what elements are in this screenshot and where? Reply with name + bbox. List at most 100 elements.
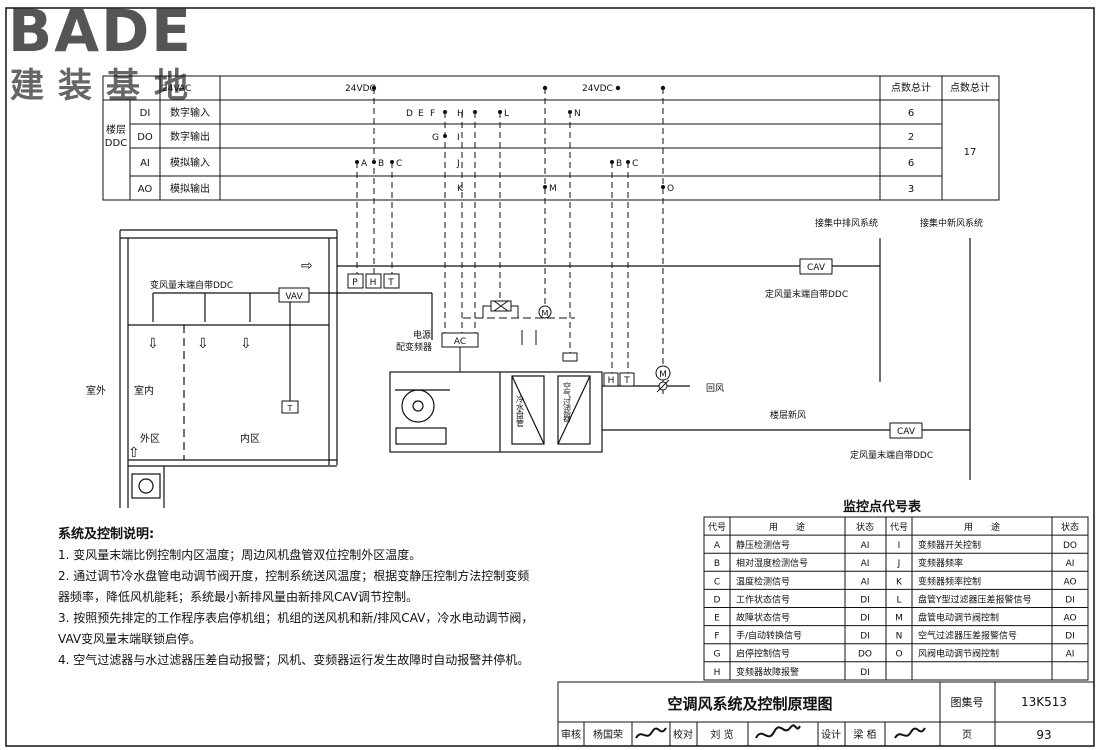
- row-name-ao: 模拟输出: [170, 182, 210, 195]
- supply-24vdc-2: 24VDC: [582, 84, 613, 94]
- point-letter-c2: C: [632, 159, 638, 169]
- legend-header-cell: 代号: [708, 522, 726, 533]
- note-line-2: 2. 通过调节冷水盘管电动调节阀开度，控制系统送风温度；根据变静压控制方法控制变…: [58, 569, 530, 583]
- legend-code-cell: B: [714, 559, 720, 569]
- designer-name: 梁 栢: [853, 728, 876, 741]
- legend-code-cell: H: [714, 668, 721, 678]
- header-points-sum: 点数总计: [950, 81, 990, 94]
- legend-state-cell: DI: [860, 614, 870, 624]
- row-count-ao: 3: [908, 184, 914, 195]
- point-letter-d: D: [406, 109, 413, 119]
- legend-code-cell: J: [897, 559, 901, 569]
- vav-label: VAV: [285, 292, 303, 302]
- legend-use-cell: 工作状态信号: [736, 593, 790, 605]
- points-table-text: 楼层 DDC 24VAC 24VDC 24VDC 点数总计 点数总计 DI 数字…: [105, 81, 990, 195]
- row-name-ai: 模拟输入: [170, 156, 210, 169]
- up-arrow-icon: ⇧: [128, 445, 140, 461]
- floor-fresh-air-label: 楼层新风: [770, 409, 806, 421]
- point-letter-h: H: [457, 109, 464, 119]
- exhaust-system-label: 接集中排风系统: [815, 217, 878, 229]
- legend-use-cell: 变频器开关控制: [918, 539, 981, 551]
- note-line-3: 器频率，降低风机能耗；系统最小新排风量由新排风CAV调节控制。: [58, 590, 419, 604]
- row-code-di: DI: [140, 108, 151, 119]
- supply-arrow-icon: ⇨: [301, 258, 313, 274]
- legend-state-cell: DI: [860, 595, 870, 605]
- point-letter-o: O: [667, 184, 674, 194]
- legend-state-cell: DI: [860, 668, 870, 678]
- zone-labels: 室外 室内 外区 内区: [86, 384, 260, 445]
- control-notes: 系统及控制说明: 1. 变风量末端比例控制内区温度；周边风机盘管双位控制外区温度…: [58, 524, 618, 671]
- legend-use-cell: 静压检测信号: [736, 539, 790, 551]
- legend-code-cell: G: [714, 650, 721, 660]
- coil-label: 冷水盘管: [516, 394, 525, 428]
- thermostat-box: [281, 400, 299, 414]
- point-letter-l: L: [504, 109, 509, 119]
- outer-zone-label: 外区: [140, 433, 160, 445]
- legend-use-cell: 空气过滤器压差报警信号: [918, 630, 1017, 642]
- logo-sub-text: 建装基地: [10, 66, 202, 106]
- point-letter-b2: B: [616, 159, 622, 169]
- down-arrow-icon-1: ⇩: [147, 336, 159, 352]
- damper-motor-label: M: [659, 370, 667, 380]
- point-letter-k: K: [457, 184, 464, 194]
- checker-signature: [755, 724, 801, 739]
- point-letter-j: J: [456, 159, 460, 169]
- legend-state-cell: DI: [860, 632, 870, 642]
- legend-use-cell: 风阀电动调节阀控制: [918, 648, 999, 660]
- legend-code-cell: A: [714, 541, 721, 551]
- drawing-frame: [5, 7, 1095, 747]
- vav-box: [278, 287, 310, 303]
- legend-code-cell: C: [714, 577, 720, 587]
- diffuser-arrows: ⇩ ⇩ ⇩: [147, 336, 252, 352]
- brand-logo: BADE 建装基地: [6, 0, 221, 106]
- legend-state-cell: DO: [858, 650, 872, 660]
- note-line-6: 4. 空气过滤器与水过滤器压差自动报警；风机、变频器运行发生故障时自动报警并停机…: [58, 653, 530, 667]
- table-point-markers: D E F H L N G I A B C J B C K M O: [355, 85, 674, 194]
- grand-total: 17: [964, 147, 977, 158]
- row-name-do: 数字输出: [170, 130, 210, 143]
- legend-code-cell: N: [896, 632, 903, 642]
- fresh-system-label: 接集中新风系统: [920, 217, 983, 229]
- indoor-label: 室内: [134, 384, 154, 397]
- down-arrow-icon-2: ⇩: [197, 336, 209, 352]
- legend-header-cell: 代号: [890, 522, 908, 533]
- cav-top-caption: 定风量末端自带DDC: [765, 288, 848, 300]
- checker-name: 刘 览: [710, 728, 733, 741]
- building: [119, 229, 338, 508]
- note-line-5: VAV变风量末端联锁启停。: [58, 632, 202, 646]
- vav-caption: 变风量末端自带DDC: [150, 279, 233, 291]
- ac-label: AC: [454, 337, 466, 347]
- legend-use-cell: 变频器频率: [918, 557, 963, 569]
- thermostat-label: T: [287, 404, 293, 413]
- legend-code-cell: K: [896, 577, 903, 587]
- legend-state-cell: AI: [1066, 650, 1075, 660]
- title-block: [557, 681, 1095, 747]
- point-letter-n: N: [574, 109, 581, 119]
- sensor-t2-label: T: [623, 376, 630, 386]
- legend-header-cell: 用 途: [769, 521, 805, 533]
- legend-title: 监控点代号表: [843, 499, 922, 515]
- point-letter-c: C: [396, 159, 402, 169]
- points-table: [102, 75, 1000, 201]
- row-code-ao: AO: [138, 184, 153, 195]
- coil-piping: [463, 300, 578, 362]
- header-points-total: 点数总计: [891, 81, 931, 94]
- designer-signature: [894, 727, 926, 739]
- ahu-unit: [389, 371, 970, 453]
- return-air-label: 回风: [706, 383, 724, 394]
- legend-code-cell: E: [714, 614, 720, 624]
- legend-state-cell: DO: [1063, 541, 1077, 551]
- supply-duct: [152, 265, 880, 402]
- legend-table: [703, 516, 1089, 681]
- check-label: 校对: [673, 728, 693, 741]
- notes-title: 系统及控制说明:: [58, 527, 155, 542]
- legend-code-cell: O: [895, 650, 902, 660]
- reviewer-name: 杨国荣: [593, 728, 623, 741]
- legend-use-cell: 启停控制信号: [736, 648, 790, 660]
- inverter-label-2: 配变频器: [396, 341, 432, 353]
- legend-state-cell: AI: [861, 559, 870, 569]
- return-sensors: H T M: [603, 365, 671, 394]
- inverter-label-1: 电源: [413, 329, 431, 341]
